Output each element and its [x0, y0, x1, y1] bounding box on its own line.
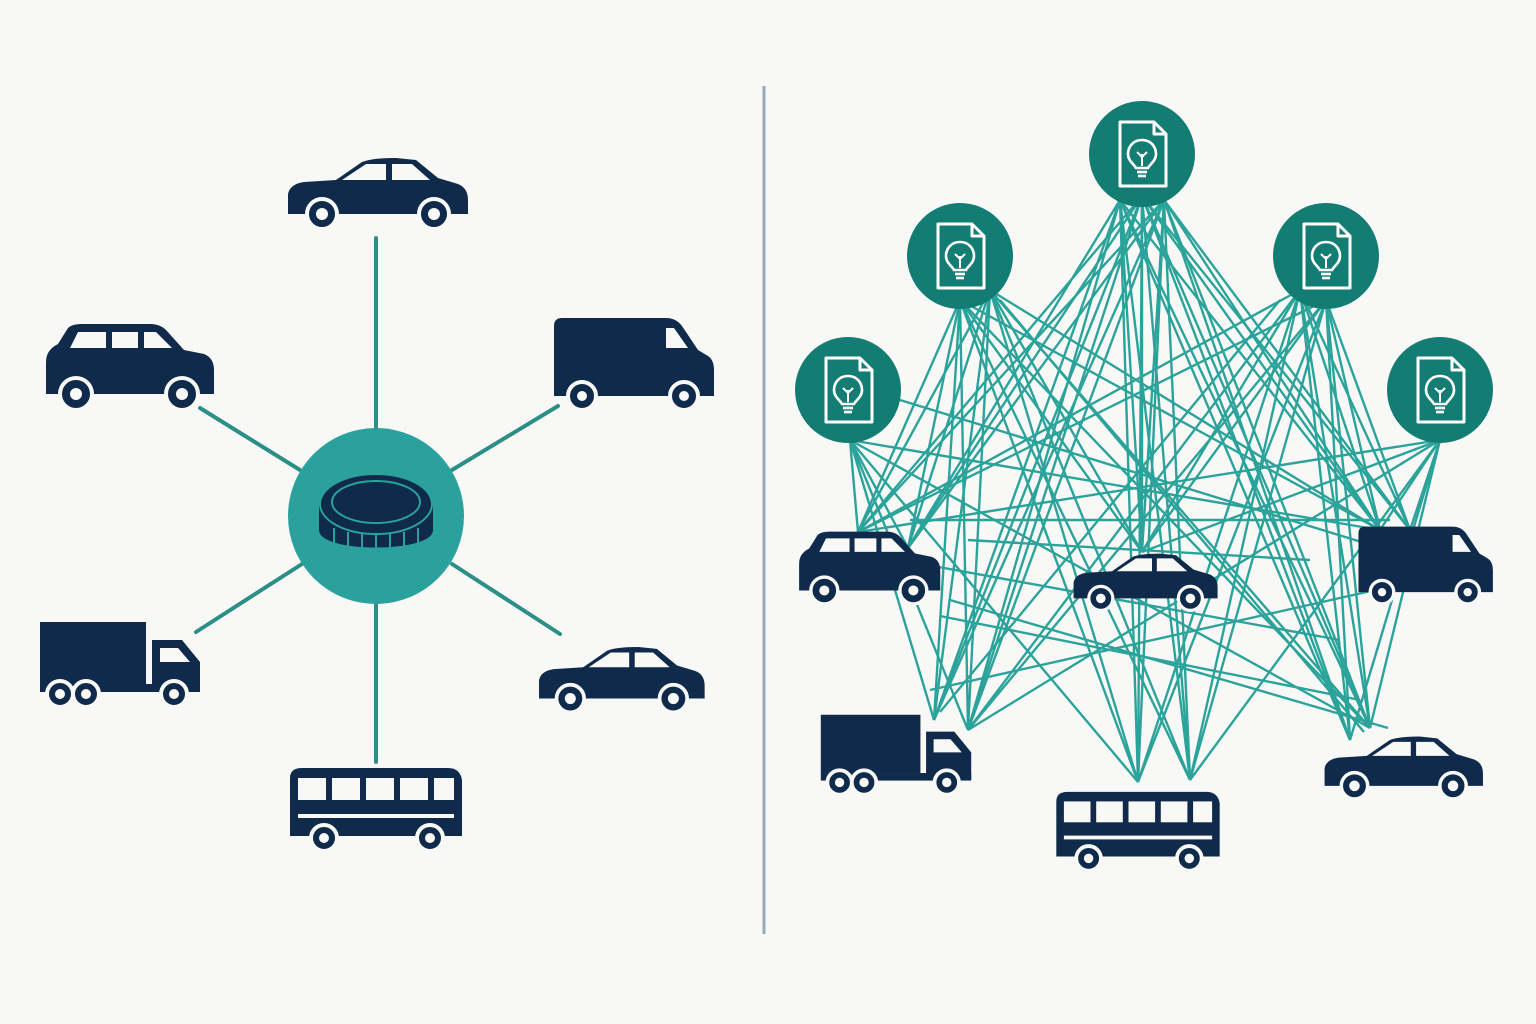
left-panel — [38, 156, 716, 853]
mesh-link — [1162, 199, 1192, 781]
mesh-link — [959, 298, 1381, 532]
mesh-link — [1162, 199, 1352, 741]
mesh-links — [848, 195, 1442, 783]
mesh-link — [899, 398, 1421, 562]
mesh-link — [1118, 199, 1192, 781]
spoke-upper-left — [198, 406, 302, 472]
mesh-link — [849, 439, 1139, 783]
patent-node — [907, 203, 1013, 309]
mesh-link — [966, 195, 1144, 731]
bus-icon — [1054, 790, 1222, 873]
patent-node — [795, 337, 901, 443]
mesh-link — [988, 289, 1192, 781]
central-hub — [288, 428, 464, 604]
mesh-link — [939, 614, 1361, 702]
mesh-link — [1118, 199, 1372, 729]
suv-icon — [797, 529, 942, 606]
mesh-link — [856, 299, 962, 533]
mesh-link — [988, 289, 1140, 783]
mesh-link — [1163, 199, 1411, 531]
mesh-link — [857, 199, 1165, 533]
mesh-link — [949, 598, 1389, 730]
mesh-link — [1188, 289, 1302, 781]
truck-icon — [818, 712, 974, 797]
mesh-link — [1141, 299, 1327, 553]
mesh-link — [989, 288, 1381, 532]
mesh-link — [1188, 299, 1328, 781]
mesh-link — [899, 558, 1341, 642]
mesh-link — [966, 289, 992, 731]
mesh-link — [1324, 299, 1372, 729]
mesh-link — [1298, 289, 1382, 531]
mesh-link — [939, 299, 1281, 713]
bus-icon — [288, 766, 464, 853]
mesh-link — [1136, 289, 1302, 783]
coin-icon — [319, 473, 433, 561]
mesh-link — [1324, 299, 1412, 531]
mesh-link — [966, 199, 1122, 731]
mesh-link — [958, 299, 1140, 783]
patent-nodes — [795, 101, 1493, 443]
patent-node — [1387, 337, 1493, 443]
mesh-link — [906, 289, 992, 549]
right-panel — [795, 101, 1495, 873]
spoke-upper-right — [450, 404, 560, 472]
mesh-link — [906, 299, 962, 549]
mesh-link — [907, 199, 1165, 549]
hub-spokes — [194, 236, 562, 764]
mesh-link — [857, 438, 1441, 534]
sedan-icon — [537, 645, 707, 715]
mesh-link — [1298, 289, 1352, 741]
mesh-link — [907, 195, 1143, 549]
mesh-link — [932, 195, 1144, 721]
mesh-link — [1298, 289, 1372, 729]
mesh-link — [1324, 299, 1382, 531]
truck-icon — [38, 620, 202, 709]
mesh-link — [857, 195, 1143, 533]
mesh-link — [1140, 195, 1192, 781]
mesh-link — [1162, 199, 1382, 531]
mesh-link — [1140, 289, 1302, 553]
mesh-link — [1141, 438, 1441, 554]
mesh-link — [967, 289, 1301, 731]
mesh-link — [1119, 199, 1381, 531]
mesh-link — [856, 289, 992, 533]
spoke-lower-right — [450, 562, 562, 636]
mesh-link — [929, 578, 1421, 692]
mesh-link — [848, 439, 860, 533]
sedan-icon — [1322, 734, 1485, 801]
sedan-icon — [286, 156, 470, 231]
van-icon — [552, 316, 716, 412]
mesh-link — [932, 299, 962, 721]
mesh-link — [1136, 199, 1166, 783]
mesh-link — [999, 299, 1365, 733]
mesh-link — [857, 288, 1301, 534]
van-icon — [1356, 524, 1495, 606]
mesh-link — [966, 199, 1166, 731]
mesh-link — [857, 298, 1327, 534]
mesh-link — [1136, 299, 1328, 783]
spoke-lower-left — [194, 562, 304, 634]
suv-icon — [44, 322, 216, 412]
patent-node — [1089, 101, 1195, 207]
patent-node — [1273, 203, 1379, 309]
mesh-link — [988, 289, 1144, 553]
mesh-link — [967, 538, 1311, 562]
mesh-link — [967, 299, 1327, 731]
mesh-link — [932, 289, 992, 721]
mesh-link — [1298, 289, 1412, 531]
mesh-link — [932, 199, 1122, 721]
mesh-link — [1118, 199, 1140, 783]
mesh-link — [906, 199, 1122, 549]
right-vehicles — [797, 524, 1495, 873]
